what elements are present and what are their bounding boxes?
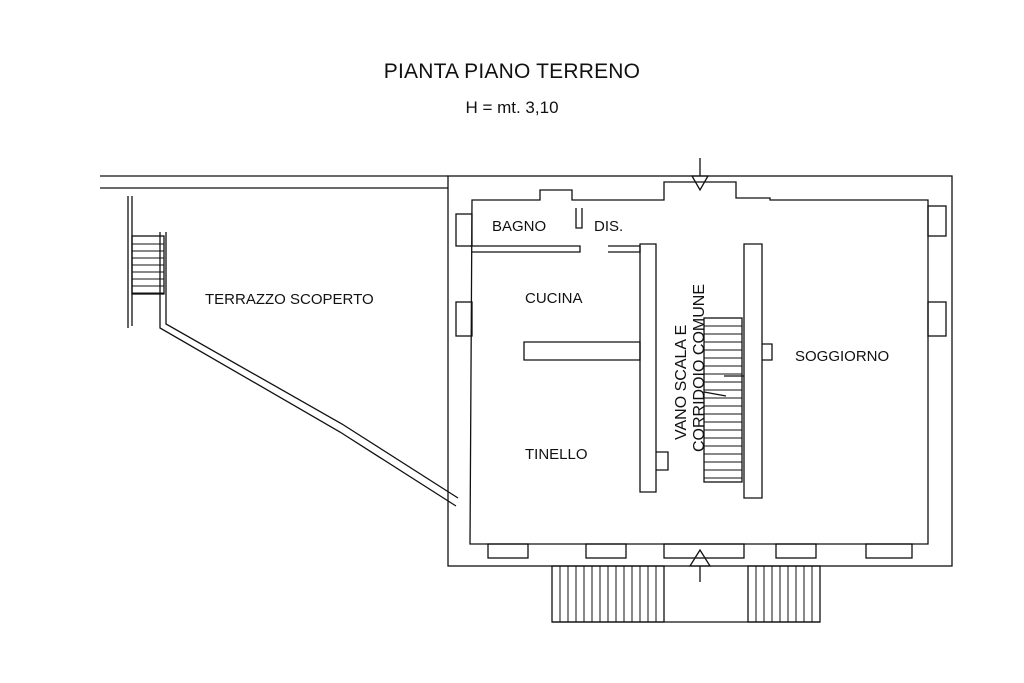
window bbox=[927, 301, 947, 337]
entry-arrow-bottom bbox=[688, 548, 712, 582]
entry-arrow-top bbox=[690, 158, 710, 192]
room-label-cucina: CUCINA bbox=[525, 290, 583, 307]
height-note: H = mt. 3,10 bbox=[465, 98, 559, 117]
central-stair bbox=[703, 317, 743, 483]
room-label-tinello: TINELLO bbox=[525, 446, 588, 463]
plan-title: PIANTA PIANO TERRENO bbox=[383, 60, 641, 83]
window bbox=[487, 543, 529, 559]
window bbox=[775, 543, 817, 559]
window bbox=[455, 213, 473, 247]
window bbox=[585, 543, 627, 559]
terrace-boundary bbox=[100, 175, 448, 189]
stair-right-wall bbox=[743, 243, 763, 499]
bath-partition bbox=[470, 245, 641, 253]
room-label-dis: DIS. bbox=[594, 218, 623, 235]
kitchen-partition bbox=[523, 341, 641, 361]
room-label-soggiorno: SOGGIORNO bbox=[795, 348, 889, 365]
window bbox=[927, 205, 947, 237]
door bbox=[663, 543, 745, 559]
external-stair-right bbox=[747, 565, 821, 623]
bath-dis-partition bbox=[575, 208, 583, 229]
window bbox=[865, 543, 913, 559]
terrace-slanted-wall bbox=[159, 232, 459, 507]
room-label-bagno: BAGNO bbox=[492, 218, 546, 235]
room-label-terrazzo: TERRAZZO SCOPERTO bbox=[205, 291, 374, 308]
window bbox=[455, 301, 473, 337]
inner-wall bbox=[469, 181, 929, 545]
stair-left-wall bbox=[639, 243, 657, 493]
room-label-vano-line2: CORRIDOIO COMUNE bbox=[691, 284, 708, 452]
room-label-vano-line1: VANO SCALA E bbox=[673, 325, 690, 440]
